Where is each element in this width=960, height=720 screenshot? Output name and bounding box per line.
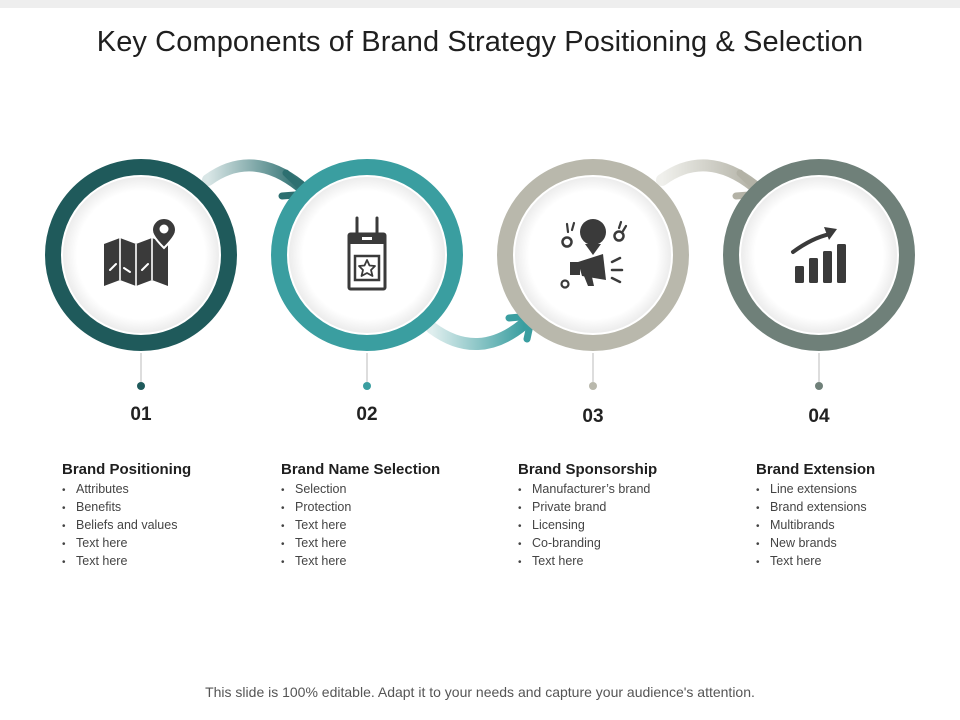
list-item: Selection <box>281 481 491 499</box>
list-item: Manufacturer’s brand <box>518 481 728 499</box>
step-3-block: Brand Sponsorship Manufacturer’s brand P… <box>518 461 728 571</box>
list-item: Text here <box>62 553 272 571</box>
list-item: Text here <box>518 553 728 571</box>
growth-chart-icon <box>791 227 846 283</box>
step-1-number: 01 <box>130 404 152 425</box>
step-4-pin <box>815 353 823 390</box>
list-item: Text here <box>281 535 491 553</box>
step-2-title: Brand Name Selection <box>281 461 441 478</box>
step-2-number: 02 <box>356 404 378 425</box>
list-item: Line extensions <box>756 481 960 499</box>
step-4-block: Brand Extension Line extensions Brand ex… <box>756 461 960 571</box>
connector-arrow-1-2 <box>202 159 312 200</box>
list-item: Licensing <box>518 517 728 535</box>
step-1-block: Brand Positioning Attributes Benefits Be… <box>62 461 272 571</box>
list-item: Beliefs and values <box>62 517 272 535</box>
megaphone-icon <box>560 219 628 289</box>
map-pin-icon <box>104 217 178 286</box>
step-4-list: Line extensions Brand extensions Multibr… <box>756 481 960 571</box>
list-item: Protection <box>281 499 491 517</box>
connector-arrow-2-3 <box>426 312 536 351</box>
list-item: Text here <box>281 517 491 535</box>
list-item: Attributes <box>62 481 272 499</box>
step-3-list: Manufacturer’s brand Private brand Licen… <box>518 481 728 571</box>
list-item: Text here <box>281 553 491 571</box>
step-4-number: 04 <box>808 406 830 427</box>
step-3-title: Brand Sponsorship <box>518 461 658 478</box>
list-item: Text here <box>62 535 272 553</box>
connector-arrow-3-4 <box>656 159 766 200</box>
step-4-title: Brand Extension <box>756 461 876 478</box>
step-2-pin <box>363 353 371 390</box>
step-3-pin <box>589 353 597 390</box>
step-4-circle <box>723 159 915 351</box>
id-badge-star-icon <box>347 216 387 291</box>
step-3-number: 03 <box>582 406 604 427</box>
footer-note: This slide is 100% editable. Adapt it to… <box>205 684 755 700</box>
step-1-pin <box>137 353 145 390</box>
list-item: Multibrands <box>756 517 960 535</box>
list-item: Brand extensions <box>756 499 960 517</box>
list-item: Private brand <box>518 499 728 517</box>
list-item: Text here <box>756 553 960 571</box>
step-2-list: Selection Protection Text here Text here… <box>281 481 491 571</box>
step-1-list: Attributes Benefits Beliefs and values T… <box>62 481 272 571</box>
step-2-block: Brand Name Selection Selection Protectio… <box>281 461 491 571</box>
list-item: New brands <box>756 535 960 553</box>
list-item: Co-branding <box>518 535 728 553</box>
top-bar <box>0 0 960 8</box>
step-1-title: Brand Positioning <box>62 461 192 478</box>
list-item: Benefits <box>62 499 272 517</box>
page-title: Key Components of Brand Strategy Positio… <box>96 26 864 58</box>
